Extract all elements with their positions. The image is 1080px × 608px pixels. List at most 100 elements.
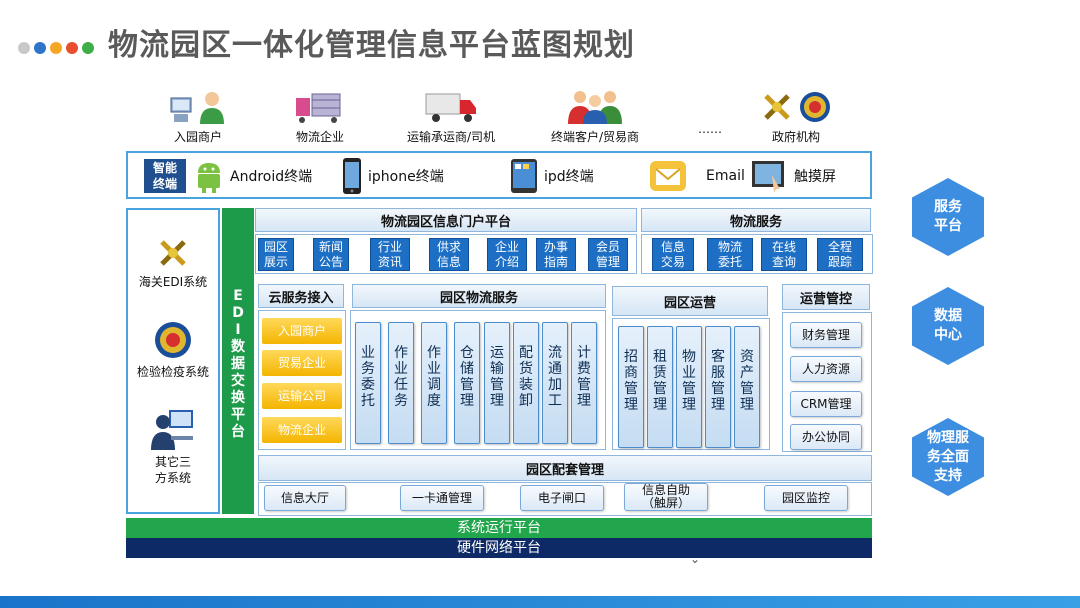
bottom-band [0, 596, 1080, 608]
logistics-item-query[interactable]: 在线查询 [761, 238, 807, 271]
iphone-icon [343, 158, 361, 194]
park-ops-item[interactable]: 客服管理 [705, 326, 731, 448]
terminal-email: Email [648, 157, 745, 195]
terminal-label: ipd终端 [544, 169, 594, 185]
ops-item-crm[interactable]: CRM管理 [790, 391, 862, 417]
portal-item-news[interactable]: 新闻公告 [313, 238, 349, 271]
system-label: 海关EDI系统 [138, 275, 208, 289]
system-label: 其它三 [154, 455, 191, 469]
park-logistics-item[interactable]: 业务委托 [355, 322, 381, 444]
header-dot-5 [82, 42, 94, 54]
terminal-iphone: iphone终端 [342, 157, 444, 195]
customs-icon [160, 240, 186, 266]
hex-data-center: 数据中心 [912, 287, 984, 365]
user-government: 政府机构 [756, 86, 836, 145]
portal-item-member[interactable]: 会员管理 [588, 238, 628, 271]
ops-item-hr[interactable]: 人力资源 [790, 356, 862, 382]
smart-terminal-tag: 智能终端 [144, 159, 186, 193]
portal-item-industry[interactable]: 行业资讯 [370, 238, 410, 271]
smart-terminal-row: 智能终端 Android终端 iphone终端 ipd终端 Email 触摸屏 [126, 151, 872, 199]
park-logistics-item[interactable]: 计费管理 [571, 322, 597, 444]
hex-physical-support: 物理服务全面支持 [912, 418, 984, 496]
header-dot-1 [18, 42, 30, 54]
computer-icon [170, 97, 192, 122]
email-icon [650, 161, 686, 191]
park-ops-header: 园区运营 [612, 286, 768, 316]
terminal-tablet: ipd终端 [510, 157, 594, 195]
user-label: 政府机构 [771, 130, 820, 144]
customs-icon [764, 94, 790, 120]
user-label: 入园商户 [173, 130, 222, 144]
terminal-label: iphone终端 [368, 169, 444, 185]
logistics-service-header: 物流服务 [641, 208, 871, 232]
ops-item-office[interactable]: 办公协同 [790, 424, 862, 450]
facility-item-info-hall[interactable]: 信息大厅 [264, 485, 346, 511]
portal-item-supply-demand[interactable]: 供求信息 [429, 238, 469, 271]
park-logistics-item[interactable]: 仓储管理 [454, 322, 480, 444]
logistics-item-trade[interactable]: 信息交易 [652, 238, 694, 271]
forklift-icon [296, 93, 341, 123]
facility-header: 园区配套管理 [258, 455, 872, 481]
emblem-icon [155, 322, 191, 358]
touchscreen-icon [752, 161, 784, 193]
park-logistics-item[interactable]: 作业任务 [388, 322, 414, 444]
user-merchant: 入园商户 [168, 86, 228, 145]
hex-service-platform: 服务平台 [912, 178, 984, 256]
page-title: 物流园区一体化管理信息平台蓝图规划 [108, 28, 635, 63]
cloud-access-header: 云服务接入 [258, 284, 344, 308]
user-end-customer: 终端客户/贸易商 [540, 86, 650, 145]
user-logistics-company: 物流企业 [288, 86, 352, 145]
cloud-item-trade-company[interactable]: 贸易企业 [262, 350, 342, 376]
system-label: 检验检疫系统 [136, 365, 209, 379]
system-customs-edi: 海关EDI系统 [128, 236, 218, 290]
park-logistics-item[interactable]: 作业调度 [421, 322, 447, 444]
header-dot-3 [50, 42, 62, 54]
ops-item-finance[interactable]: 财务管理 [790, 322, 862, 348]
park-ops-item[interactable]: 物业管理 [676, 326, 702, 448]
user-carrier: 运输承运商/司机 [396, 86, 506, 145]
emblem-icon [800, 92, 830, 122]
park-logistics-item[interactable]: 流通加工 [542, 322, 568, 444]
terminal-touchscreen: 触摸屏 [750, 157, 836, 195]
system-label: 方系统 [154, 471, 191, 485]
cloud-item-merchant[interactable]: 入园商户 [262, 318, 342, 344]
operator-icon [151, 410, 193, 450]
facility-item-self-service[interactable]: 信息自助（触屏） [624, 483, 708, 511]
ops-control-header: 运营管控 [782, 284, 870, 310]
facility-item-monitoring[interactable]: 园区监控 [764, 485, 848, 511]
park-logistics-header: 园区物流服务 [352, 284, 606, 308]
android-icon [198, 163, 220, 193]
user-label: 运输承运商/司机 [406, 130, 496, 144]
terminal-label: 触摸屏 [794, 169, 836, 185]
park-logistics-item[interactable]: 配货装卸 [513, 322, 539, 444]
terminal-android: Android终端 [194, 157, 312, 195]
park-logistics-item[interactable]: 运输管理 [484, 322, 510, 444]
header-dot-2 [34, 42, 46, 54]
logistics-item-tracking[interactable]: 全程跟踪 [817, 238, 863, 271]
external-systems-panel: 海关EDI系统 检验检疫系统 其它三 方系统 [126, 208, 220, 514]
cloud-item-logistics-company[interactable]: 物流企业 [262, 417, 342, 443]
facility-item-e-gate[interactable]: 电子闸口 [520, 485, 604, 511]
portal-item-park-display[interactable]: 园区展示 [258, 238, 294, 271]
portal-header: 物流园区信息门户平台 [255, 208, 637, 232]
tablet-icon [511, 159, 537, 193]
terminal-label: Android终端 [230, 169, 313, 185]
park-ops-item[interactable]: 租赁管理 [647, 326, 673, 448]
hardware-platform-bar: 硬件网络平台 [126, 538, 872, 558]
system-inspection: 检验检疫系统 [128, 320, 218, 380]
user-label: …… [698, 122, 722, 136]
cloud-item-transport-company[interactable]: 运输公司 [262, 383, 342, 409]
logistics-item-entrust[interactable]: 物流委托 [707, 238, 753, 271]
portal-item-guide[interactable]: 办事指南 [536, 238, 576, 271]
system-platform-bar: 系统运行平台 [126, 518, 872, 538]
park-ops-item[interactable]: 招商管理 [618, 326, 644, 448]
user-label: 物流企业 [295, 130, 344, 144]
truck-icon [425, 93, 476, 122]
facility-item-card[interactable]: 一卡通管理 [400, 485, 484, 511]
people-icon [568, 91, 622, 124]
terminal-label: Email [706, 168, 745, 184]
user-more: …… [690, 86, 730, 136]
portal-item-company[interactable]: 企业介绍 [487, 238, 527, 271]
park-ops-item[interactable]: 资产管理 [734, 326, 760, 448]
